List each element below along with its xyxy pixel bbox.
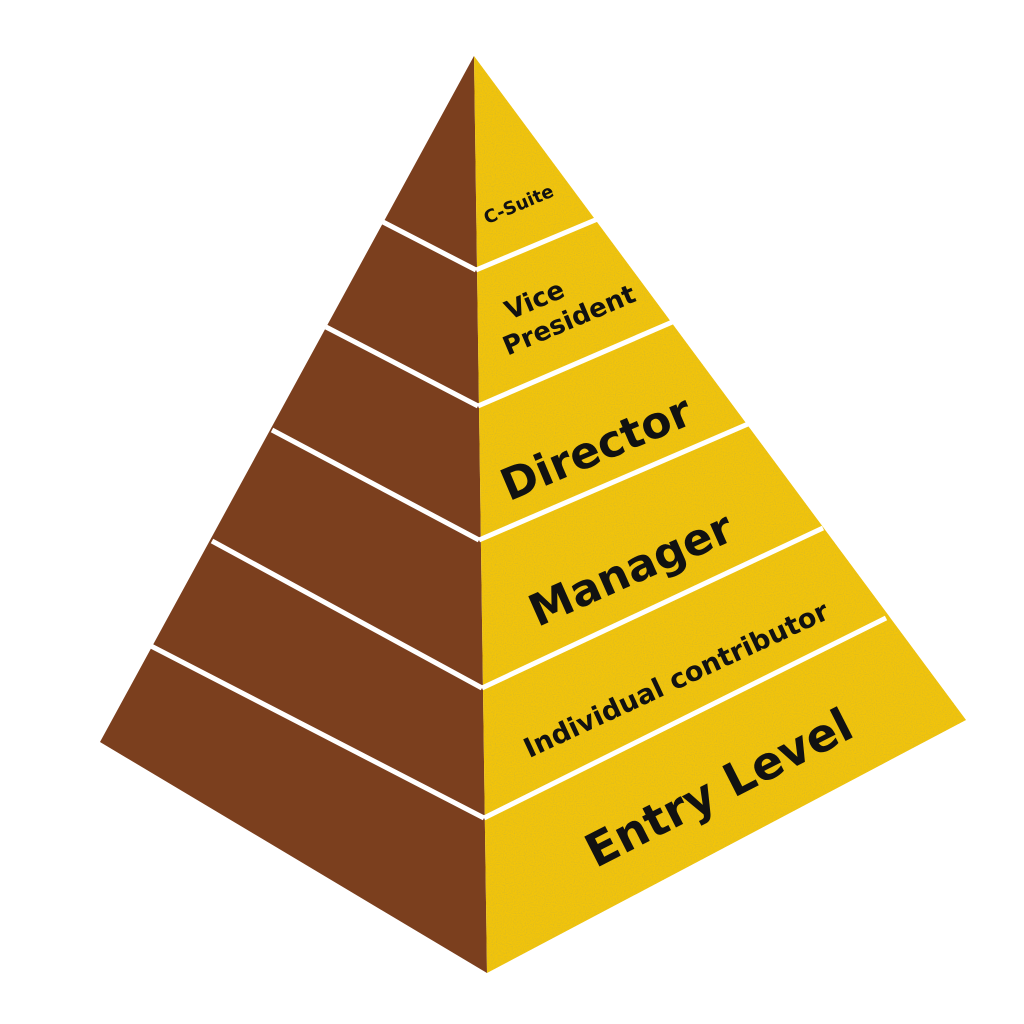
separators-left [149,219,486,821]
separator-right-3 [478,421,749,543]
separator-right-2 [477,317,678,409]
separator-left-4 [210,538,484,691]
separator-left-2 [324,324,480,409]
separator-right-1 [475,215,601,273]
separator-right-4 [480,525,825,691]
separator-left-5 [149,643,486,821]
pyramid-left-face [100,56,487,973]
separators-right [475,215,888,821]
separator-right-5 [482,615,888,821]
pyramid-right-face-texture [474,56,966,973]
separator-left-3 [270,427,481,543]
separator-left-1 [381,219,478,273]
